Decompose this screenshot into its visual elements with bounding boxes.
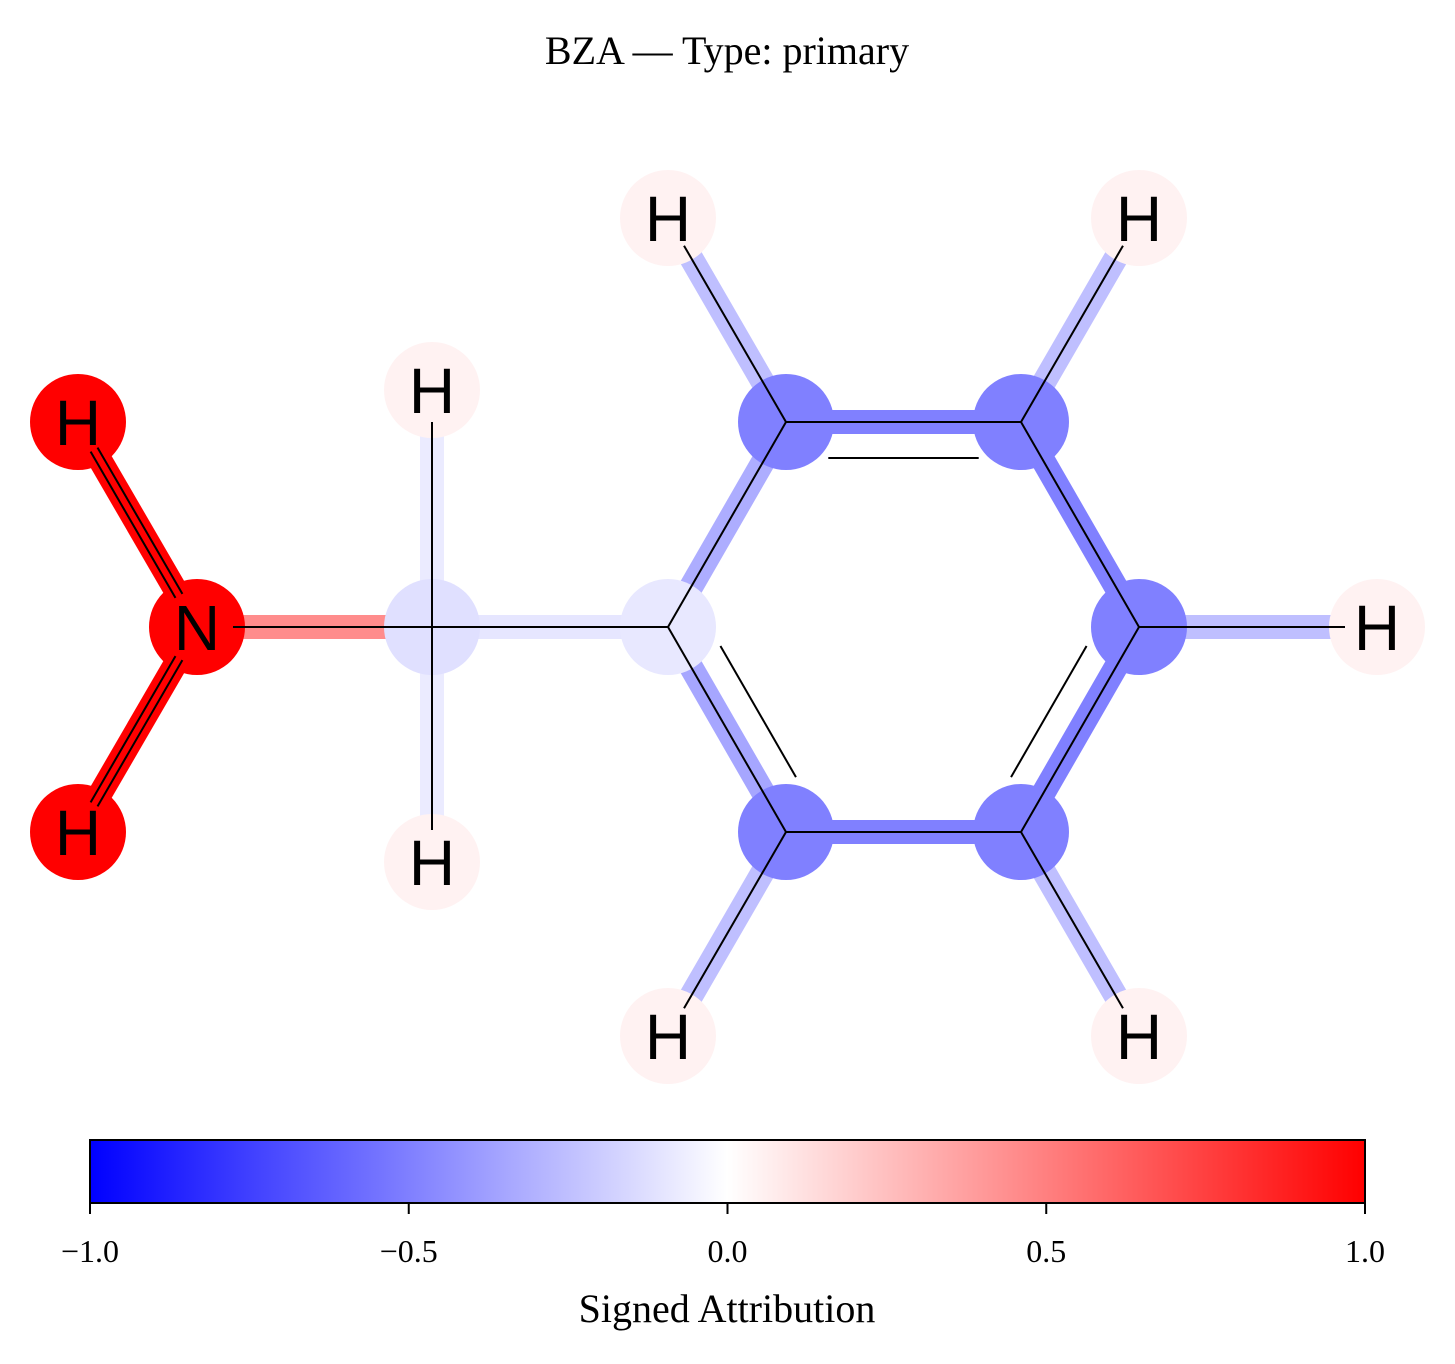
- bond-line-C7-H9: [683, 831, 787, 1009]
- bond-line-inner-C5-C6: [1010, 645, 1088, 778]
- atom-label-H5: H: [645, 183, 691, 255]
- atom-label-H6: H: [1116, 183, 1162, 255]
- atom-disc-H6: [1091, 170, 1187, 266]
- atom-label-H1: H: [55, 387, 101, 459]
- atom-label-H2: H: [55, 797, 101, 869]
- atom-disc-H4: [384, 814, 480, 910]
- colorbar-tick-label: 1.0: [1345, 1233, 1385, 1269]
- atom-disc-H7: [1329, 579, 1425, 675]
- colorbar: −1.0 −0.5 0.0 0.5 1.0 Signed Attribution: [61, 1139, 1385, 1331]
- bond-line-C6-H8: [1020, 831, 1124, 1009]
- atom-label-H8: H: [1116, 1001, 1162, 1073]
- colorbar-gradient: [89, 1139, 1366, 1204]
- bond-line-C4-C5: [1020, 421, 1140, 628]
- bond-line-C5-C6: [1020, 626, 1140, 833]
- atom-label-H3: H: [409, 355, 455, 427]
- bond-line-C3-H5: [683, 245, 787, 423]
- atom-label-H4: H: [409, 827, 455, 899]
- colorbar-tick-label: 0.0: [708, 1233, 748, 1269]
- bond-line-N1-H2-0: [89, 655, 177, 803]
- bond-line-N1-H1-0: [96, 447, 184, 595]
- colorbar-tick-label: −1.0: [61, 1233, 119, 1269]
- atom-disc-H1: [30, 374, 126, 470]
- bond-line-N1-H2-1: [96, 659, 184, 807]
- atom-label-H9: H: [645, 1001, 691, 1073]
- molecule-graph: N H H H H H H H H H: [30, 170, 1425, 1084]
- bond-line-C7-C2: [667, 626, 787, 833]
- atom-disc-H2: [30, 784, 126, 880]
- atom-disc-H9: [620, 988, 716, 1084]
- atom-label-layer: N H H H H H H H H H: [55, 183, 1400, 1073]
- atom-disc-H5: [620, 170, 716, 266]
- colorbar-tick-label: 0.5: [1026, 1233, 1066, 1269]
- bond-line-layer: [89, 245, 1345, 1009]
- atom-disc-N1: [149, 579, 245, 675]
- atom-disc-H3: [384, 342, 480, 438]
- bond-line-N1-H1-1: [89, 451, 177, 599]
- figure-title: BZA — Type: primary: [545, 28, 909, 73]
- bond-line-inner-C7-C2: [719, 645, 797, 778]
- colorbar-tick-label: −0.5: [380, 1233, 438, 1269]
- bond-line-C4-H6: [1020, 245, 1124, 423]
- atom-label-H7: H: [1354, 592, 1400, 664]
- colorbar-label: Signed Attribution: [579, 1286, 876, 1331]
- colorbar-ticks: −1.0 −0.5 0.0 0.5 1.0: [61, 1203, 1385, 1269]
- bond-line-C2-C3: [667, 421, 787, 628]
- atom-label-N1: N: [174, 592, 220, 664]
- atom-disc-H8: [1091, 988, 1187, 1084]
